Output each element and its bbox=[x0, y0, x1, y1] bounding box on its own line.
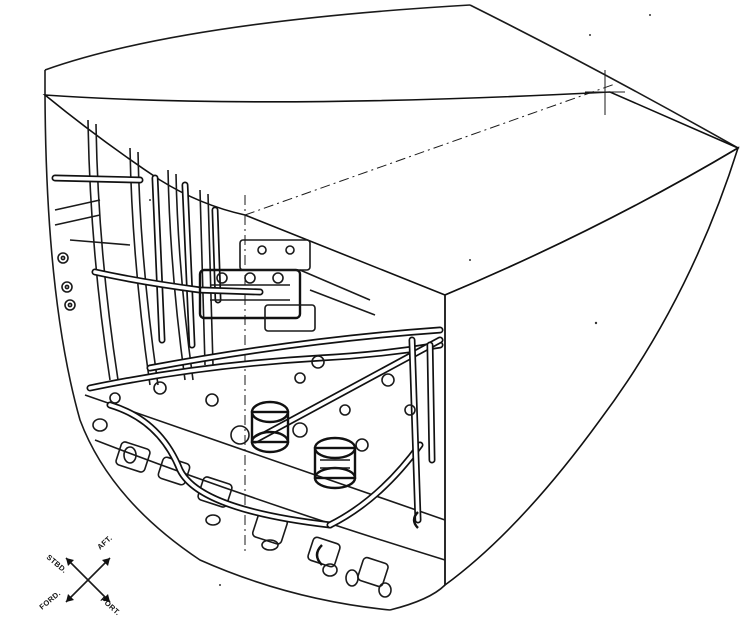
pump-unit-right bbox=[313, 436, 369, 490]
starboard-side-plate bbox=[444, 146, 740, 587]
compass-label-ford: FORD. bbox=[38, 589, 63, 612]
floor-box-row bbox=[84, 394, 446, 598]
internal-frames bbox=[87, 119, 246, 555]
side-wall-fittings bbox=[54, 199, 131, 311]
compass-label-port: PORT. bbox=[99, 595, 123, 617]
compass-arrow-port bbox=[102, 594, 110, 602]
compass-arrow-ford bbox=[66, 594, 74, 602]
compass-label-aft: AFT. bbox=[95, 533, 114, 551]
small-valves bbox=[109, 355, 419, 566]
scan-specks bbox=[149, 14, 651, 586]
compass-axis-diagonal-b bbox=[65, 557, 111, 603]
valve-manifold bbox=[198, 239, 376, 332]
compass-label-stbd: STBD. bbox=[45, 553, 69, 575]
pump-unit-left bbox=[230, 400, 308, 454]
hull-outer-shell bbox=[44, 4, 739, 611]
compass-arrow-stbd bbox=[66, 558, 74, 566]
orientation-compass: STBD. AFT. FORD. PORT. bbox=[38, 533, 123, 617]
compass-arrow-aft bbox=[102, 558, 110, 566]
